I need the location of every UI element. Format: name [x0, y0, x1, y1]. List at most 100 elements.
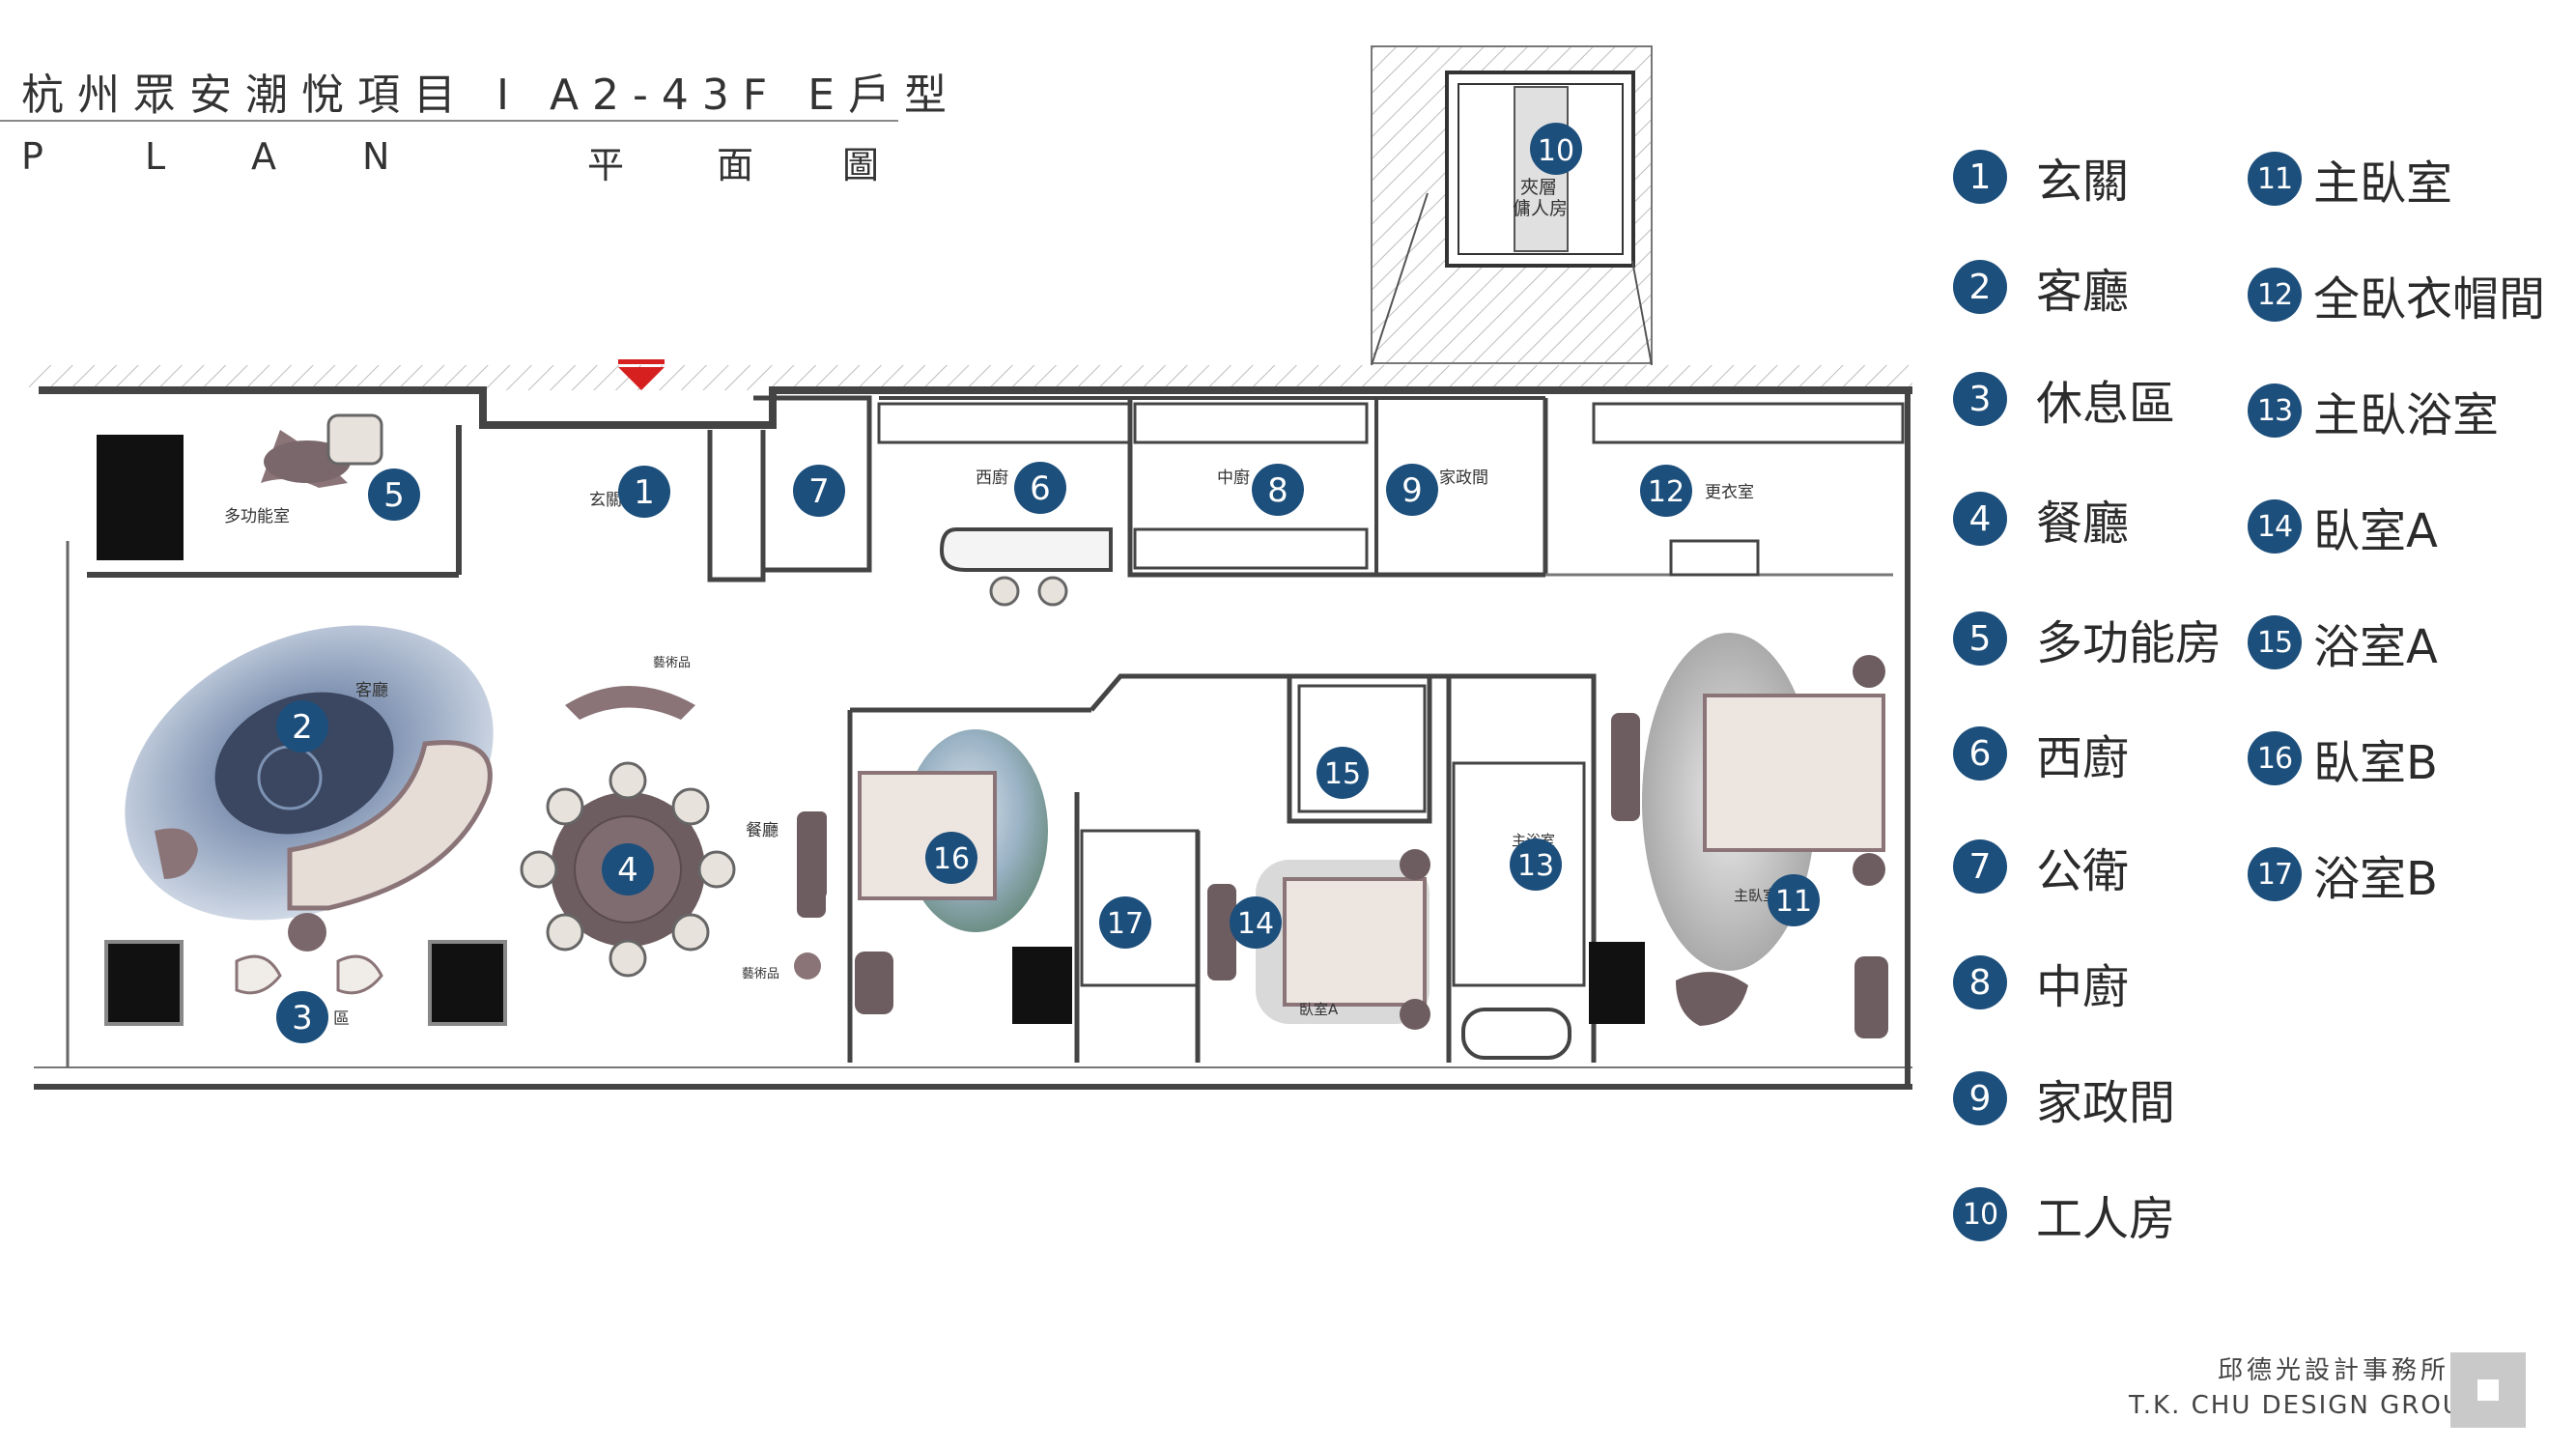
plan-marker-12: 12	[1640, 465, 1692, 517]
label-master-bedroom: 主臥室	[1734, 887, 1777, 904]
legend-badge: 6	[1953, 726, 2007, 781]
label-foyer: 玄關	[589, 491, 622, 510]
guest-wc-wall	[753, 395, 872, 573]
label-dressing-room: 更衣室	[1705, 483, 1754, 502]
legend-item-4: 4 餐廳	[1953, 485, 2129, 553]
stair-block	[97, 435, 184, 560]
dressing-bench	[1669, 539, 1760, 577]
title-divider	[0, 120, 898, 122]
label-art-piece-1: 藝術品	[653, 656, 691, 670]
legend-badge: 8	[1953, 955, 2007, 1009]
legend-badge: 12	[2248, 268, 2302, 322]
svg-text:9: 9	[1401, 471, 1423, 510]
legend-item-7: 7 公衛	[1953, 833, 2129, 900]
plan-marker-9: 9	[1386, 464, 1438, 516]
bedroom-b-cabinet	[797, 811, 826, 918]
legend-item-5: 5 多功能房	[1953, 605, 2222, 672]
plan-letter-l: L	[145, 135, 166, 178]
dining-plant	[794, 952, 821, 980]
svg-text:16: 16	[933, 842, 970, 876]
plan-marker-3: 3	[276, 991, 328, 1043]
legend-label: 休息區	[2036, 377, 2176, 431]
legend-label: 臥室B	[2313, 736, 2438, 790]
legend-label: 主臥室	[2313, 156, 2453, 211]
plan-cn-mian: 面	[717, 144, 754, 186]
plan-marker-17: 17	[1099, 896, 1151, 949]
legend-label: 中廚	[2036, 960, 2130, 1014]
bar-stool-1	[989, 576, 1020, 607]
legend-badge: 15	[2248, 615, 2302, 669]
bath-b-fixtures	[1080, 829, 1200, 987]
plan-letter-p: P	[21, 135, 43, 178]
bath-a-wall	[1287, 676, 1432, 824]
svg-text:1: 1	[634, 473, 655, 512]
legend-badge: 13	[2248, 384, 2302, 438]
legend-label: 浴室B	[2313, 852, 2438, 906]
dining-console	[565, 686, 695, 720]
plan-marker-14: 14	[1230, 896, 1282, 949]
lounge-chair-right	[336, 954, 383, 995]
chinese-kitchen-upper	[1133, 402, 1369, 444]
legend-label: 工人房	[2036, 1192, 2176, 1246]
legend-label: 主臥浴室	[2313, 388, 2500, 442]
legend-label: 公衛	[2036, 844, 2130, 898]
plan-markers: 1 2 3 4 5 6 7 8 9 10 11 12 13 14 15 16 1…	[276, 123, 1820, 1043]
logo-english: T.K. CHU DESIGN GROUP	[2129, 1391, 2480, 1420]
legend-badge: 9	[1953, 1071, 2007, 1125]
legend-badge: 14	[2248, 499, 2302, 554]
bedroom-b-bed	[858, 771, 997, 900]
svg-text:17: 17	[1107, 907, 1144, 941]
master-bath-vanity	[1452, 761, 1586, 987]
plan-marker-11: 11	[1768, 874, 1820, 926]
legend-item-8: 8 中廚	[1953, 949, 2129, 1016]
svg-text:13: 13	[1517, 849, 1554, 883]
logo-chinese: 邱德光設計事務所	[2218, 1356, 2450, 1385]
legend-item-11: 11 主臥室	[2248, 145, 2452, 213]
bedroom-a-cabinet	[1207, 884, 1236, 980]
svg-text:11: 11	[1775, 885, 1812, 919]
stair-leader-right	[1631, 260, 1653, 366]
wc-wall	[707, 430, 766, 582]
legend-badge: 2	[1953, 260, 2007, 314]
legend-badge: 16	[2248, 731, 2302, 785]
legend-item-17: 17 浴室B	[2248, 840, 2438, 908]
legend-label: 臥室A	[2313, 504, 2438, 558]
legend-label: 浴室A	[2313, 620, 2438, 674]
exterior-wall-top	[39, 386, 1912, 429]
plan-marker-10: 10	[1530, 123, 1582, 175]
label-lounge: 區	[333, 1009, 350, 1029]
plan-cn-ping: 平	[587, 144, 625, 186]
svg-text:3: 3	[292, 999, 313, 1037]
bedroom-a-lamp-1	[1400, 849, 1430, 880]
label-maid-mezzanine: 夾層	[1520, 177, 1557, 198]
logo-mark-icon	[2450, 1352, 2526, 1428]
legend-badge: 5	[1953, 611, 2007, 666]
legend-badge: 11	[2248, 152, 2302, 206]
lounge-cabinet-right	[428, 940, 507, 1026]
legend-item-15: 15 浴室A	[2248, 609, 2438, 676]
legend-badge: 7	[1953, 839, 2007, 894]
master-bedroom-armchair	[1676, 972, 1748, 1026]
bedroom-b-chair	[855, 952, 893, 1014]
label-multi-function-room: 多功能室	[224, 507, 290, 526]
legend-item-9: 9 家政間	[1953, 1065, 2175, 1132]
exterior-hatch	[29, 365, 1912, 390]
plan-marker-13: 13	[1510, 838, 1562, 891]
plan-marker-1: 1	[618, 466, 670, 518]
kitchen-wall	[1127, 398, 1545, 578]
plan-marker-16: 16	[925, 832, 977, 884]
living-room-armchair	[155, 828, 198, 879]
bedroom-a-lamp-2	[1400, 999, 1430, 1030]
plan-marker-2: 2	[276, 700, 328, 753]
dressing-shelves	[1592, 402, 1905, 444]
plan-marker-15: 15	[1316, 747, 1369, 799]
corridor-wall	[1090, 673, 1597, 1063]
chinese-kitchen-counter	[1133, 527, 1369, 570]
kitchen-island	[939, 527, 1113, 572]
legend-label: 客廳	[2036, 265, 2130, 319]
legend-item-10: 10 工人房	[1953, 1180, 2175, 1248]
legend-label: 全臥衣帽間	[2313, 272, 2546, 327]
label-chinese-kitchen: 中廚	[1217, 468, 1250, 488]
bedroom-b-wall	[847, 707, 1091, 1063]
